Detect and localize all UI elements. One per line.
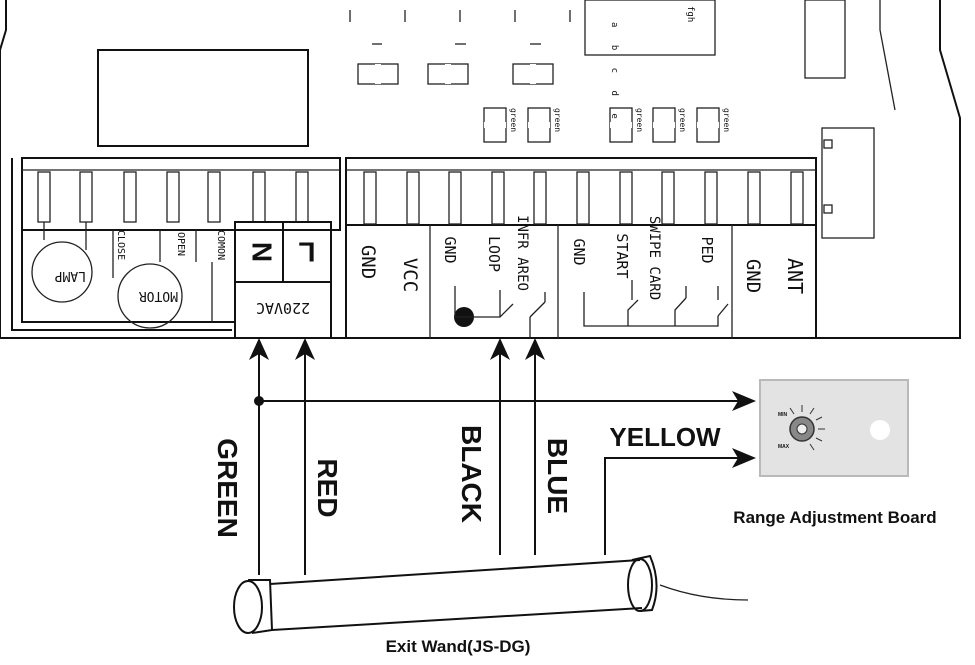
- led-2: [527, 107, 551, 143]
- top-connector-pins: a b c d e: [609, 22, 619, 125]
- lamp-label: LAMP: [55, 268, 86, 283]
- arrow-yellow: [732, 448, 756, 468]
- n-label: N: [247, 242, 278, 262]
- top-connector-tag: fgh: [685, 6, 695, 22]
- terminal-ped: PED: [698, 236, 716, 263]
- board-marks: [349, 10, 571, 85]
- comon-label: COMON: [215, 230, 226, 260]
- right-terminal-block: GND VCC GND LOOP INFR AREO GND START SWI…: [345, 157, 817, 339]
- knob-max: MAX: [778, 444, 790, 450]
- led-4: [652, 107, 676, 143]
- terminal-gnd-3: GND: [570, 238, 588, 265]
- wire-label-yellow: YELLOW: [609, 422, 721, 452]
- led-3: [609, 107, 633, 143]
- terminal-start: START: [613, 233, 631, 278]
- terminal-gnd-2: GND: [441, 236, 459, 263]
- arrow-blue: [525, 338, 545, 360]
- terminal-vcc: VCC: [399, 258, 421, 292]
- arrow-green: [249, 338, 269, 360]
- wire-label-red: RED: [312, 458, 343, 517]
- led-label-4: green: [678, 108, 687, 132]
- arrow-green-branch: [732, 391, 756, 411]
- range-adjustment-board: MIN MAX Range Adjustment Board: [733, 379, 937, 527]
- exit-wand: Exit Wand(JS-DG): [233, 554, 749, 656]
- open-label: OPEN: [175, 232, 186, 256]
- lamp-symbol: [31, 241, 93, 303]
- close-label: CLOSE: [115, 230, 126, 260]
- wire-label-blue: BLUE: [542, 438, 573, 514]
- wand-end-right: [627, 558, 653, 612]
- terminal-swipe-card: SWIPE CARD: [646, 216, 662, 300]
- led-5: [696, 107, 720, 143]
- wire-label-black: BLACK: [456, 425, 487, 523]
- led-label-2: green: [553, 108, 562, 132]
- l-label: L: [298, 237, 315, 268]
- motor-label: MOTOR: [139, 288, 178, 303]
- led-indicators: green green green green green: [483, 107, 731, 143]
- led-label-1: green: [509, 108, 518, 132]
- wires: GREEN RED BLACK BLUE YELLOW: [212, 338, 756, 575]
- arrow-black: [490, 338, 510, 360]
- switch-symbols: [454, 280, 729, 338]
- led-label-3: green: [635, 108, 644, 132]
- terminal-ant: ANT: [783, 258, 807, 294]
- wand-end-left: [233, 580, 263, 634]
- range-board-label: Range Adjustment Board: [733, 508, 936, 527]
- power-label: 220VAC: [256, 299, 310, 317]
- terminal-loop: LOOP: [485, 236, 503, 272]
- terminal-gnd-1: GND: [357, 245, 379, 279]
- wire-yellow: [604, 457, 745, 555]
- wand-label: Exit Wand(JS-DG): [386, 637, 531, 656]
- wire-label-green: GREEN: [212, 438, 243, 538]
- knob-min: MIN: [778, 412, 788, 418]
- led-label-5: green: [722, 108, 731, 132]
- motor-symbol: [117, 263, 183, 329]
- controller-board: a b c d e fgh green green green green gr…: [0, 0, 961, 339]
- led-1: [483, 107, 507, 143]
- arrow-red: [295, 338, 315, 360]
- mount-hole: [870, 420, 890, 440]
- range-knob: [789, 405, 825, 451]
- terminal-gnd-4: GND: [742, 259, 764, 293]
- left-terminal-block: LAMP MOTOR CLOSE OPEN COMON N L 220VAC: [21, 157, 341, 339]
- terminal-infr-areo: INFR AREO: [514, 215, 530, 291]
